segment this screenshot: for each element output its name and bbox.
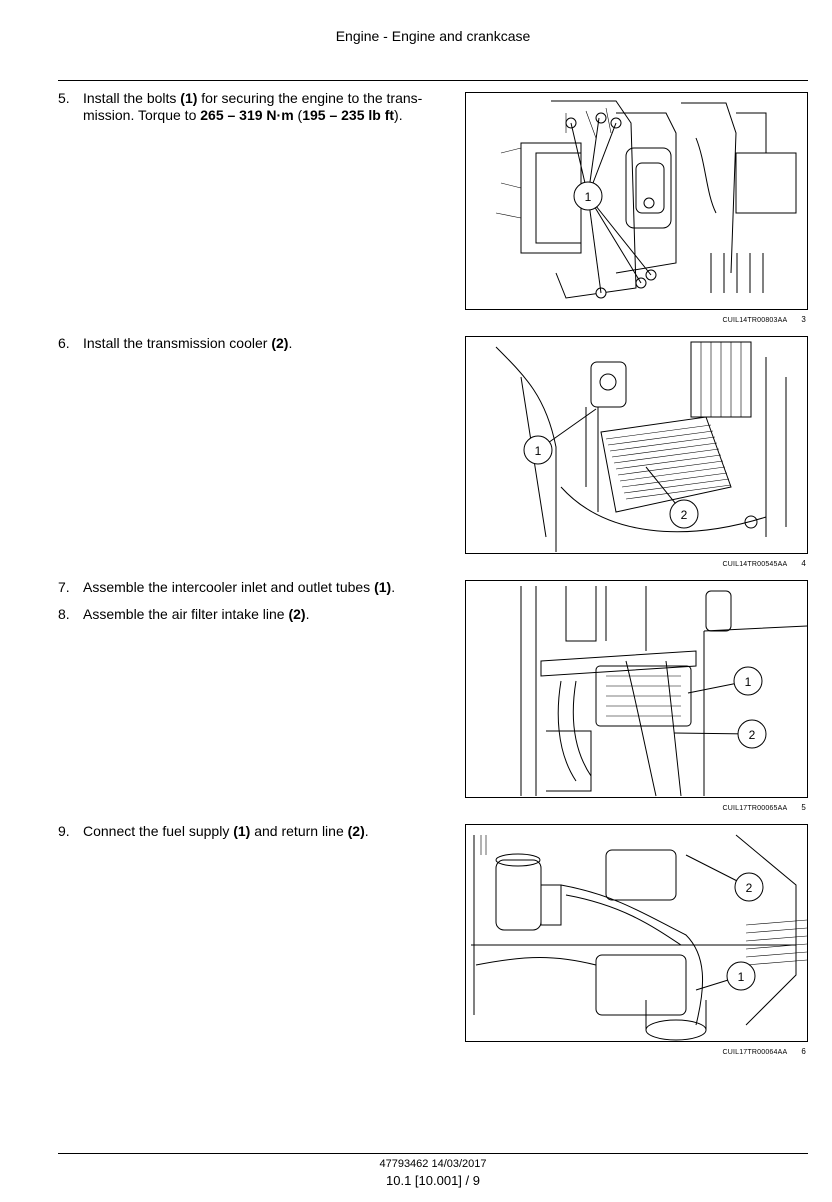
step-number: 8.	[58, 606, 70, 622]
figure-4-transmission-cooler: 1 2	[465, 336, 808, 554]
callout-1: 1	[570, 117, 652, 294]
step-text: Install the bolts (1) for securing the e…	[83, 90, 423, 123]
step-number: 5.	[58, 90, 70, 106]
radiator-fins	[745, 919, 807, 966]
figure-code: CUIL17TR00064AA	[722, 1049, 788, 1056]
figure-3-caption: CUIL14TR00803AA 3	[722, 315, 806, 324]
svg-text:2: 2	[681, 508, 688, 522]
figure-number: 5	[801, 803, 806, 812]
figure-6-caption: CUIL17TR00064AA 6	[722, 1047, 806, 1056]
step-text: Assemble the intercooler inlet and outle…	[83, 579, 396, 595]
figure-3-engine-bolts: 1	[465, 92, 808, 310]
callout-2: 2	[645, 466, 699, 529]
step-5: 5. Install the bolts (1) for securing th…	[58, 90, 438, 124]
cooler-fins	[605, 424, 732, 500]
step-6: 6. Install the transmission cooler (2).	[58, 335, 438, 352]
figure-5-intercooler-tubes: 1 2	[465, 580, 808, 798]
step-7: 7. Assemble the intercooler inlet and ou…	[58, 579, 438, 596]
step-9: 9. Connect the fuel supply (1) and retur…	[58, 823, 438, 840]
figure-number: 4	[801, 559, 806, 568]
svg-text:2: 2	[746, 881, 753, 895]
transmission-cooler-illustration: 1 2	[495, 341, 787, 552]
footer-doc-code: 47793462 14/03/2017	[379, 1158, 487, 1170]
figure-number: 6	[801, 1047, 806, 1056]
step-text: Connect the fuel supply (1) and return l…	[83, 823, 369, 839]
page-header-title: Engine - Engine and crankcase	[335, 28, 531, 44]
callout-2: 2	[673, 719, 767, 749]
svg-text:2: 2	[749, 728, 756, 742]
engine-bolts-illustration: 1	[495, 100, 797, 299]
footer-rule	[58, 1153, 808, 1154]
step-8: 8. Assemble the air filter intake line (…	[58, 606, 438, 623]
step-text: Assemble the air filter intake line (2).	[83, 606, 310, 622]
step-number: 7.	[58, 579, 70, 595]
callout-2: 2	[685, 854, 764, 902]
header-rule	[58, 80, 808, 81]
step-text: Install the transmission cooler (2).	[83, 335, 293, 351]
svg-text:1: 1	[585, 190, 592, 204]
figure-5-caption: CUIL17TR00065AA 5	[722, 803, 806, 812]
footer-page-number: 10.1 [10.001] / 9	[386, 1173, 480, 1188]
fuel-lines-illustration: 2 1	[471, 834, 807, 1041]
svg-text:1: 1	[535, 444, 542, 458]
callout-1: 1	[523, 408, 597, 465]
figure-code: CUIL17TR00065AA	[722, 805, 788, 812]
callout-1: 1	[687, 666, 763, 696]
callout-1: 1	[695, 961, 756, 991]
svg-text:1: 1	[738, 970, 745, 984]
figure-code: CUIL14TR00545AA	[722, 561, 788, 568]
figure-code: CUIL14TR00803AA	[722, 317, 788, 324]
step-number: 9.	[58, 823, 70, 839]
step-number: 6.	[58, 335, 70, 351]
intercooler-tubes-illustration: 1 2	[520, 586, 807, 797]
figure-6-fuel-lines: 2 1	[465, 824, 808, 1042]
figure-4-caption: CUIL14TR00545AA 4	[722, 559, 806, 568]
svg-text:1: 1	[745, 675, 752, 689]
figure-number: 3	[801, 315, 806, 324]
